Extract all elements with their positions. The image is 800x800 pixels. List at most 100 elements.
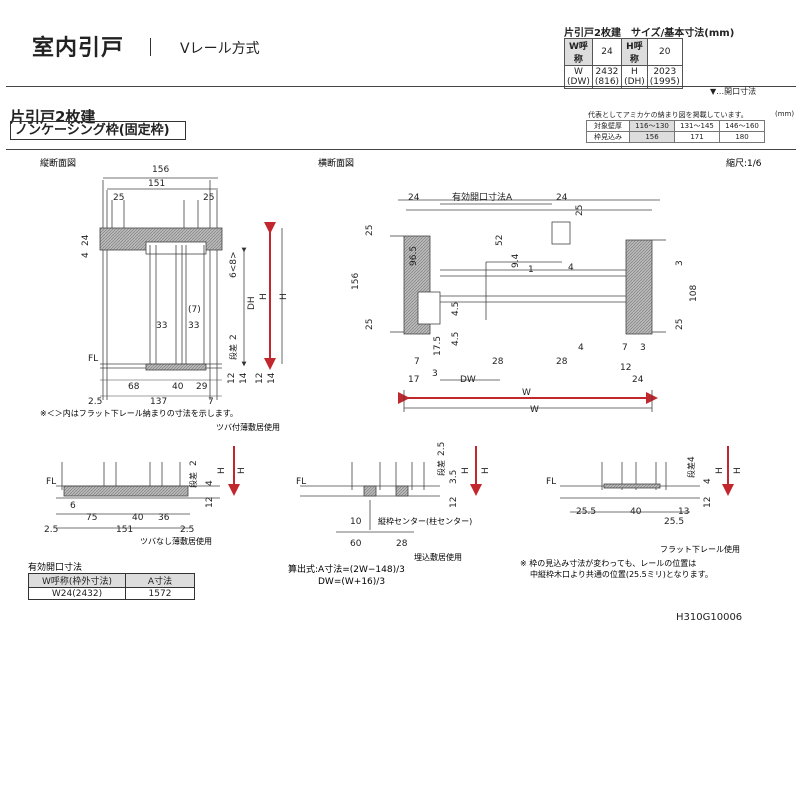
dim-v-33b: 33 bbox=[188, 321, 199, 331]
w-call: 24 bbox=[591, 38, 623, 66]
w-head: W呼称 bbox=[564, 38, 593, 66]
dim-v-25a: 25 bbox=[113, 193, 124, 203]
dim-h-9.4: 9.4 bbox=[511, 253, 521, 268]
dim-v-151: 151 bbox=[148, 179, 165, 189]
dim-h-w: W bbox=[522, 388, 531, 398]
dim-v-24: 24 bbox=[81, 234, 91, 246]
dim-v-12b: 12 bbox=[255, 373, 265, 384]
w-sub: (DW) bbox=[567, 77, 590, 87]
dim-h-28b: 28 bbox=[556, 357, 568, 367]
dim-s3-h2: H bbox=[733, 467, 743, 474]
dim-v-12: 12 bbox=[227, 373, 237, 384]
dim-s1-2: 2 bbox=[189, 460, 199, 466]
w-label: W bbox=[573, 67, 583, 77]
effective-col1: W呼称(枠外寸法) bbox=[28, 573, 126, 588]
dim-s1-4: 4 bbox=[205, 480, 215, 486]
fl-s1: FL bbox=[46, 477, 56, 487]
dim-s2-3.5: 3.5 bbox=[449, 470, 459, 484]
dim-s3-25.5a: 25.5 bbox=[576, 507, 596, 517]
fl-s3: FL bbox=[546, 477, 556, 487]
dim-v-40: 40 bbox=[172, 382, 184, 392]
open-size-note: ▼…開口寸法 bbox=[710, 87, 757, 96]
label-center: 縦枠センター(柱センター) bbox=[378, 516, 472, 526]
dim-h-24b: 24 bbox=[556, 193, 568, 203]
dim-h-17: 17 bbox=[408, 375, 419, 385]
dim-s2-60: 60 bbox=[350, 539, 362, 549]
drawing-code: H310G10006 bbox=[676, 612, 743, 623]
label-dansa-s3: 段差 bbox=[686, 462, 696, 478]
dim-s2-10: 10 bbox=[350, 517, 362, 527]
dim-v-h2: H bbox=[279, 293, 289, 300]
frame-table-unit: (mm) bbox=[775, 110, 795, 118]
dim-s2-28: 28 bbox=[396, 539, 408, 549]
dim-v-156: 156 bbox=[152, 165, 169, 175]
dim-h-24c: 24 bbox=[632, 375, 644, 385]
effective-row-w: W24(2432) bbox=[28, 587, 126, 600]
label-scale: 縮尺:1/6 bbox=[726, 157, 762, 169]
formula-2: DW=(W+16)/3 bbox=[318, 577, 385, 587]
dim-s3-4a: 4 bbox=[687, 456, 697, 462]
detail-tsuba-thin bbox=[56, 446, 240, 529]
dim-h-96.5: 96.5 bbox=[409, 246, 419, 266]
dim-h-w2: W bbox=[530, 405, 539, 415]
horizontal-section bbox=[390, 199, 666, 412]
frame-row2-cell: 180 bbox=[719, 131, 765, 143]
dim-v-14b: 14 bbox=[267, 372, 277, 384]
vertical-section bbox=[99, 177, 283, 400]
frame-table: 対象壁厚 116〜130 131〜145 146〜160 枠見込み 156 17… bbox=[586, 120, 765, 143]
dim-h-4a: 4 bbox=[568, 263, 574, 273]
dim-s3-h: H bbox=[715, 467, 725, 474]
dim-s1-40: 40 bbox=[132, 513, 144, 523]
dim-h-4.5a: 4.5 bbox=[451, 302, 461, 316]
dim-h-24a: 24 bbox=[408, 193, 420, 203]
dim-s1-2.5a: 2.5 bbox=[44, 525, 58, 535]
dim-s1-h: H bbox=[217, 467, 227, 474]
dim-v-6: 6<8> bbox=[229, 251, 239, 278]
dim-s3-13: 13 bbox=[678, 507, 689, 517]
spec-caption: 片引戸2枚建 サイズ/基本寸法(mm) bbox=[564, 28, 735, 39]
dim-v-2.5: 2.5 bbox=[88, 397, 102, 407]
dim-h-12: 12 bbox=[620, 363, 631, 373]
dim-h-7a: 7 bbox=[414, 357, 420, 367]
w-val2: (816) bbox=[594, 77, 620, 87]
page-title: 室内引戸 bbox=[32, 36, 125, 61]
dim-v-4: 4 bbox=[81, 252, 91, 258]
dim-s3-12: 12 bbox=[703, 497, 713, 508]
dim-v-29: 29 bbox=[196, 382, 208, 392]
dim-v-2: 2 bbox=[229, 334, 239, 340]
dim-s2-2.5: 2.5 bbox=[437, 442, 447, 456]
dim-s2-12: 12 bbox=[449, 497, 459, 508]
flat-note-1: ※ 枠の見込み寸法が変わっても、レールの位置は bbox=[520, 558, 696, 568]
dim-s1-151: 151 bbox=[116, 525, 133, 535]
dim-s1-6: 6 bbox=[70, 501, 76, 511]
dim-h-4b: 4 bbox=[578, 343, 584, 353]
dim-s2-h2: H bbox=[481, 467, 491, 474]
dim-h-3b: 3 bbox=[432, 369, 438, 379]
detail-flat-rail bbox=[560, 446, 734, 513]
dim-s1-12: 12 bbox=[205, 497, 215, 508]
dim-h-3c: 3 bbox=[640, 343, 646, 353]
dim-s2-h: H bbox=[461, 467, 471, 474]
fl-s2: FL bbox=[296, 477, 306, 487]
label-eff-open-a: 有効開口寸法A bbox=[452, 191, 513, 203]
label-dansa-s2: 段差 bbox=[436, 460, 446, 476]
dim-s1-2.5b: 2.5 bbox=[180, 525, 194, 535]
dim-h-108: 108 bbox=[689, 285, 699, 302]
dim-v-14: 14 bbox=[239, 372, 249, 384]
label-flat-rail: フラット下レール使用 bbox=[660, 544, 740, 554]
dim-v-dh: DH bbox=[247, 296, 257, 310]
dim-v-h: H bbox=[259, 293, 269, 300]
dim-v-137: 137 bbox=[150, 397, 167, 407]
effective-row-a: 1572 bbox=[125, 587, 195, 600]
dim-h-7b: 7 bbox=[622, 343, 628, 353]
dim-h-1: 1 bbox=[528, 265, 534, 275]
h-call: 20 bbox=[646, 38, 683, 66]
dim-s3-40: 40 bbox=[630, 507, 642, 517]
dim-h-25c: 25 bbox=[365, 319, 375, 330]
h-label: H bbox=[631, 67, 638, 77]
label-embedded: 埋込敷居使用 bbox=[414, 552, 462, 562]
dim-v-25b: 25 bbox=[203, 193, 214, 203]
dim-h-156: 156 bbox=[351, 273, 361, 290]
dim-v-7: (7) bbox=[188, 305, 201, 315]
dim-s1-h2: H bbox=[237, 467, 247, 474]
